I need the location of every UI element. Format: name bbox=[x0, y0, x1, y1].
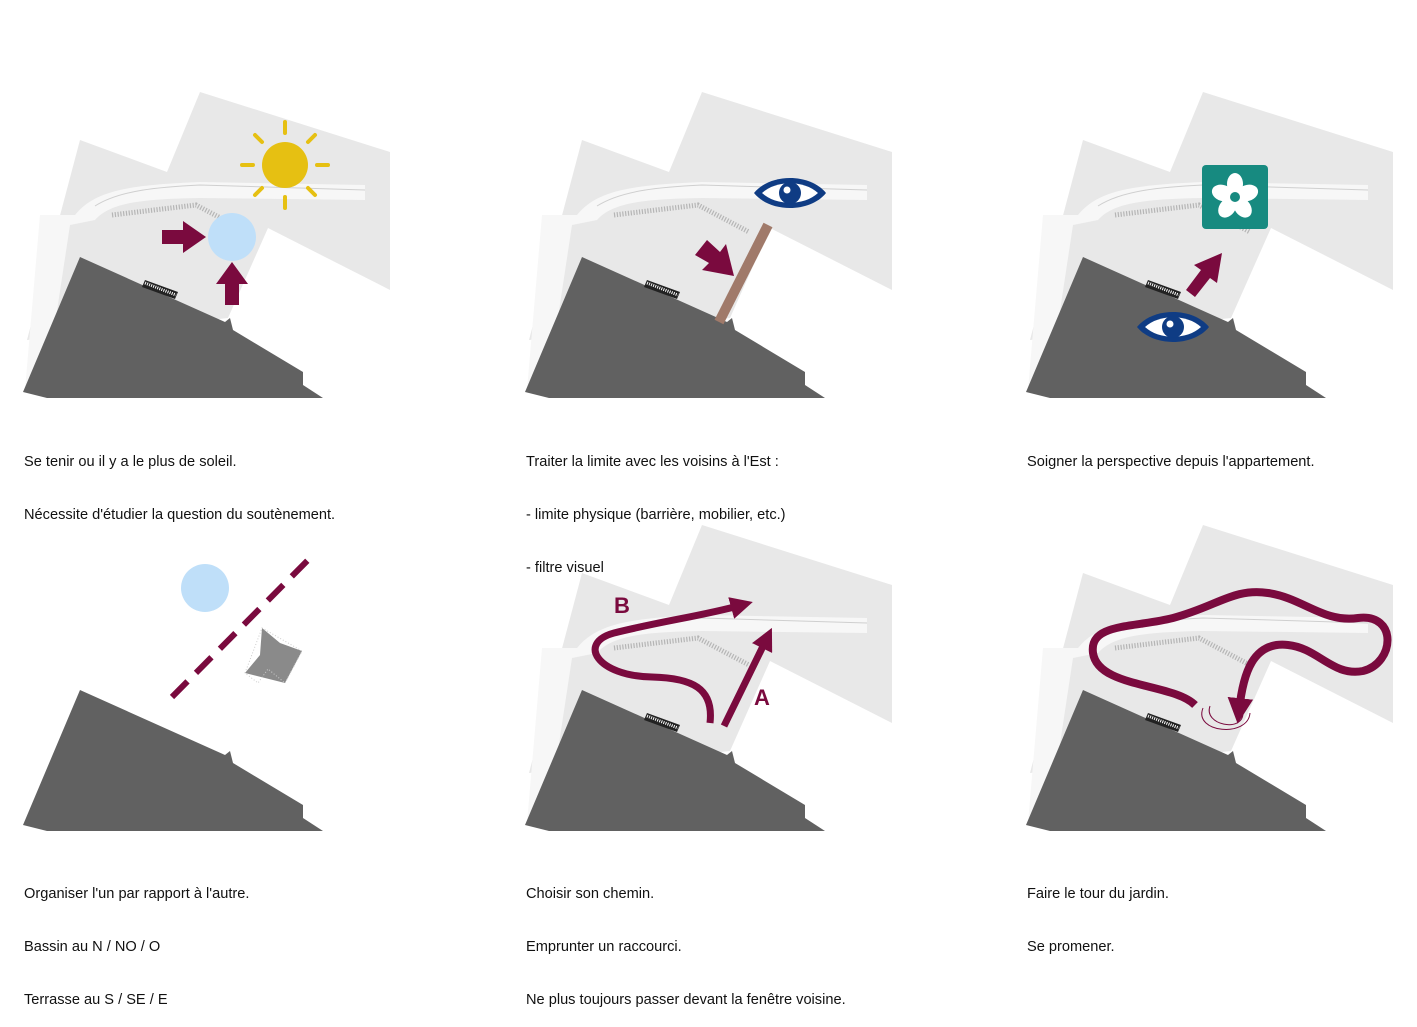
route-arrow-a bbox=[720, 627, 773, 728]
caption-path: Choisir son chemin. Emprunter un raccour… bbox=[526, 851, 846, 1027]
panel-perspective bbox=[1026, 92, 1393, 398]
site-plan bbox=[1026, 525, 1393, 831]
panel-organise bbox=[23, 550, 323, 831]
arrow-icon bbox=[695, 240, 734, 276]
caption-line: Ne plus toujours passer devant la fenêtr… bbox=[526, 991, 846, 1008]
arrow-up-icon bbox=[216, 262, 248, 305]
caption-line: Terrasse au S / SE / E bbox=[24, 991, 168, 1008]
panel-sun bbox=[23, 92, 390, 398]
fence-bar bbox=[714, 222, 773, 325]
route-label-b: B bbox=[614, 593, 630, 618]
panel-loop bbox=[1026, 525, 1393, 831]
pond-circle bbox=[208, 213, 256, 261]
caption-loop: Faire le tour du jardin. Se promener. bbox=[1027, 851, 1169, 974]
caption-line: Se promener. bbox=[1027, 938, 1115, 955]
caption-line: Soigner la perspective depuis l'appartem… bbox=[1027, 454, 1315, 471]
flower-icon bbox=[1202, 165, 1268, 229]
pond-circle bbox=[181, 564, 229, 612]
caption-line: Se tenir ou il y a le plus de soleil. bbox=[24, 454, 237, 471]
caption-line: Nécessite d'étudier la question du soutè… bbox=[24, 506, 336, 523]
loop-route-arrow bbox=[1088, 588, 1392, 724]
route-label-a: A bbox=[754, 685, 770, 710]
site-plan bbox=[1026, 92, 1393, 398]
site-plan bbox=[23, 92, 390, 398]
sun-icon bbox=[240, 120, 330, 210]
arrow-icon bbox=[1186, 253, 1222, 297]
caption-sun: Se tenir ou il y a le plus de soleil. Né… bbox=[24, 419, 335, 542]
caption-organise: Organiser l'un par rapport à l'autre. Ba… bbox=[24, 851, 249, 1027]
caption-perspective: Soigner la perspective depuis l'appartem… bbox=[1027, 419, 1315, 489]
caption-boundary: Traiter la limite avec les voisins à l'E… bbox=[526, 419, 786, 595]
caption-line: Organiser l'un par rapport à l'autre. bbox=[24, 886, 250, 903]
caption-line: - limite physique (barrière, mobilier, e… bbox=[526, 506, 786, 523]
diagram-canvas: B A bbox=[0, 0, 1417, 997]
caption-line: Bassin au N / NO / O bbox=[24, 938, 161, 955]
panel-boundary bbox=[525, 92, 892, 398]
panel-path: B A bbox=[525, 525, 892, 831]
caption-line: Choisir son chemin. bbox=[526, 886, 655, 903]
building bbox=[23, 690, 323, 831]
caption-line: - filtre visuel bbox=[526, 559, 604, 576]
caption-line: Emprunter un raccourci. bbox=[526, 938, 682, 955]
route-arrow-b bbox=[591, 597, 753, 724]
caption-line: Traiter la limite avec les voisins à l'E… bbox=[526, 454, 779, 471]
caption-line: Faire le tour du jardin. bbox=[1027, 886, 1169, 903]
terrace-hatch bbox=[244, 627, 303, 684]
arrow-right-icon bbox=[162, 221, 206, 253]
